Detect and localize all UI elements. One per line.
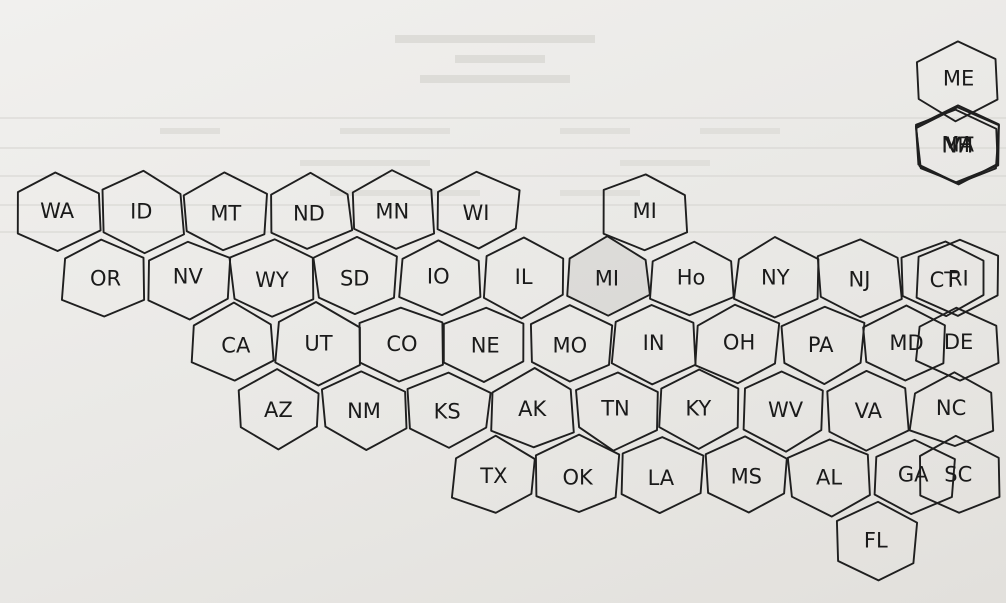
state-label-vt: VT — [946, 133, 973, 157]
hex-tile-nj — [816, 238, 903, 319]
state-label-nm: NM — [347, 399, 381, 423]
state-label-ia: IO — [427, 265, 450, 289]
state-label-id: ID — [130, 199, 152, 223]
hex-tile-nd — [270, 171, 354, 250]
state-label-az: AZ — [264, 398, 293, 422]
hex-tile-me — [915, 40, 999, 123]
hex-tile-pa — [780, 305, 866, 386]
hex-tile-id — [101, 169, 185, 255]
hex-tile-tx — [450, 434, 536, 514]
hex-tile-ks — [406, 371, 492, 449]
state-label-oh: Ho — [677, 265, 706, 289]
hex-tile-wa — [16, 171, 102, 252]
hex-tile-mi — [566, 235, 651, 317]
hex-tile-de — [915, 306, 1000, 382]
state-label-mi: MI — [633, 199, 657, 223]
hex-tile-ri — [915, 238, 1000, 317]
hex-tile-mn — [351, 169, 436, 250]
hex-tile-la — [620, 436, 705, 515]
hex-tiles — [16, 40, 1001, 582]
state-label-ms: MS — [731, 465, 762, 489]
hex-tile-ia — [398, 239, 482, 317]
hex-tile-sd — [312, 235, 398, 316]
hex-tile-ne — [442, 306, 525, 383]
state-label-wv: WV — [768, 398, 804, 422]
state-label-la: LA — [648, 466, 675, 490]
state-label-nd: ND — [293, 201, 325, 225]
hex-tile-il — [482, 236, 565, 320]
state-label-me: ME — [943, 66, 974, 90]
state-label-md: MD — [889, 331, 923, 355]
state-label-mi: MI — [595, 267, 619, 291]
state-label-ks: KS — [434, 400, 461, 424]
state-label-wa: WA — [40, 199, 75, 223]
state-label-de: DE — [944, 330, 973, 354]
hex-tile-ms — [704, 435, 788, 514]
hex-tile-mt — [182, 171, 268, 252]
state-label-al: AL — [816, 466, 842, 490]
state-label-tx: TX — [479, 464, 507, 488]
hex-tile-ky — [658, 368, 740, 450]
state-label-mt: MT — [210, 202, 241, 226]
state-label-in: IN — [643, 331, 665, 355]
hex-tile-co — [358, 306, 444, 383]
state-label-ny: NY — [761, 265, 790, 289]
state-label-wi: WI — [463, 201, 490, 225]
hex-tile-oh — [694, 303, 781, 385]
state-label-or: OR — [90, 267, 121, 291]
hex-tile-mi — [602, 173, 689, 252]
hex-tile-oh — [649, 240, 735, 317]
state-label-ar: AK — [518, 397, 547, 421]
state-label-sd: SD — [340, 267, 370, 291]
hex-tile-wv — [742, 370, 824, 453]
hex-tile-ok — [534, 433, 621, 513]
state-label-ut: UT — [304, 332, 332, 356]
state-label-nv: NV — [173, 264, 204, 288]
state-label-fl: FL — [864, 529, 888, 553]
hex-tile-fl — [835, 500, 919, 582]
hex-tile-sc — [919, 434, 1001, 514]
hex-tile-ga — [873, 438, 956, 516]
hex-tile-in — [610, 304, 697, 386]
state-label-nh: NH — [942, 133, 974, 157]
hex-tile-ct — [900, 240, 985, 318]
hex-tile-ar — [490, 367, 575, 449]
state-label-ct: CT — [930, 268, 958, 292]
state-label-wy: WY — [255, 268, 289, 292]
state-label-mn: MN — [375, 199, 409, 223]
state-label-pa: PA — [808, 333, 834, 357]
hex-tile-nc — [908, 371, 995, 447]
state-label-il: IL — [515, 265, 533, 289]
state-label-co: CO — [386, 332, 417, 356]
hex-tile-ma — [915, 108, 999, 186]
hex-tile-mo — [529, 304, 614, 383]
hex-tile-md — [862, 304, 946, 382]
hex-tile-ca — [190, 301, 275, 382]
hex-tile-wi — [436, 170, 521, 250]
hex-tile-or — [60, 238, 146, 318]
hex-tile-va — [826, 369, 910, 452]
hex-tile-al — [786, 438, 871, 518]
hex-tile-nm — [320, 370, 408, 451]
state-label-va: VA — [855, 399, 883, 423]
state-label-ga: GA — [898, 463, 929, 487]
state-label-ok: OK — [563, 466, 595, 490]
state-label-mo: MO — [552, 334, 587, 358]
hex-tile-az — [237, 368, 320, 451]
state-label-sc: SC — [944, 463, 972, 487]
state-label-ca: CA — [221, 334, 251, 358]
state-label-nj: NJ — [849, 268, 871, 292]
state-label-oh: OH — [723, 330, 755, 354]
state-label-ky: KY — [685, 397, 711, 421]
state-label-tn: TN — [600, 397, 630, 421]
state-label-ri: RI — [948, 267, 969, 291]
state-label-ne: NE — [471, 333, 500, 357]
state-label-ma: MA — [942, 132, 975, 156]
state-label-nc: NC — [936, 396, 966, 420]
